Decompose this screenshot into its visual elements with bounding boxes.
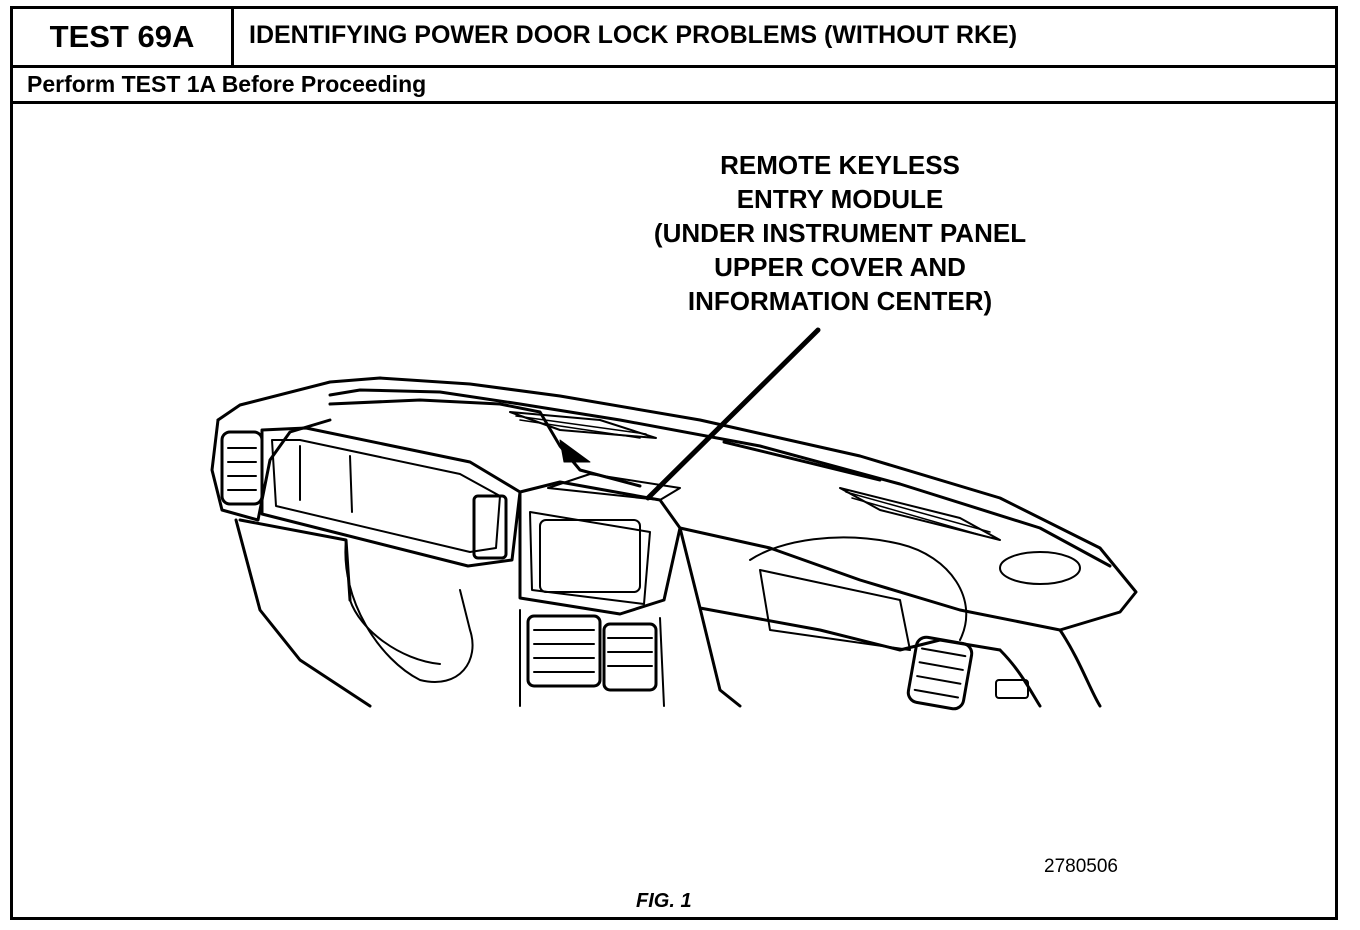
defroster-lip: [328, 398, 642, 488]
panel-top-edge: [328, 388, 1112, 568]
callout-line: ENTRY MODULE: [736, 184, 944, 214]
center-vent-right: [602, 622, 658, 692]
left-end-cap: [210, 418, 332, 522]
figure-caption: FIG. 1: [636, 890, 692, 912]
cluster-bezel: [260, 426, 522, 568]
prerequisite-note: Perform TEST 1A Before Proceeding: [27, 71, 427, 97]
radio-display: [539, 519, 641, 593]
information-center: [547, 473, 681, 501]
right-vent: [906, 635, 974, 711]
left-vent: [220, 430, 264, 506]
prerequisite-row: Perform TEST 1A Before Proceeding: [13, 68, 1335, 104]
right-end-cap: [998, 628, 1102, 708]
test-title: IDENTIFYING POWER DOOR LOCK PROBLEMS (WI…: [249, 21, 1018, 49]
callout-line: UPPER COVER AND: [714, 252, 966, 282]
rke-module-callout: REMOTE KEYLESS ENTRY MODULE (UNDER INSTR…: [590, 148, 1090, 318]
test-header: TEST 69A IDENTIFYING POWER DOOR LOCK PRO…: [13, 9, 1335, 68]
panel-upper-cover: [216, 376, 1138, 632]
test-id: TEST 69A: [13, 9, 234, 65]
defroster-grille-right: [839, 487, 1001, 541]
knee-bolster: [234, 518, 372, 708]
speaker-grille: [999, 551, 1081, 585]
figure-code: 2780506: [1044, 856, 1118, 877]
callout-line: INFORMATION CENTER): [687, 286, 993, 316]
center-stack: [518, 480, 682, 616]
callout-leader-line: [645, 327, 821, 501]
right-switch: [995, 679, 1029, 699]
center-vent-left: [526, 614, 602, 688]
glove-box: [759, 569, 911, 651]
cluster-switch: [472, 494, 508, 560]
callout-line: (UNDER INSTRUMENT PANEL: [653, 218, 1027, 248]
callout-line: REMOTE KEYLESS: [720, 150, 960, 180]
passenger-dash-face: [678, 526, 1002, 708]
